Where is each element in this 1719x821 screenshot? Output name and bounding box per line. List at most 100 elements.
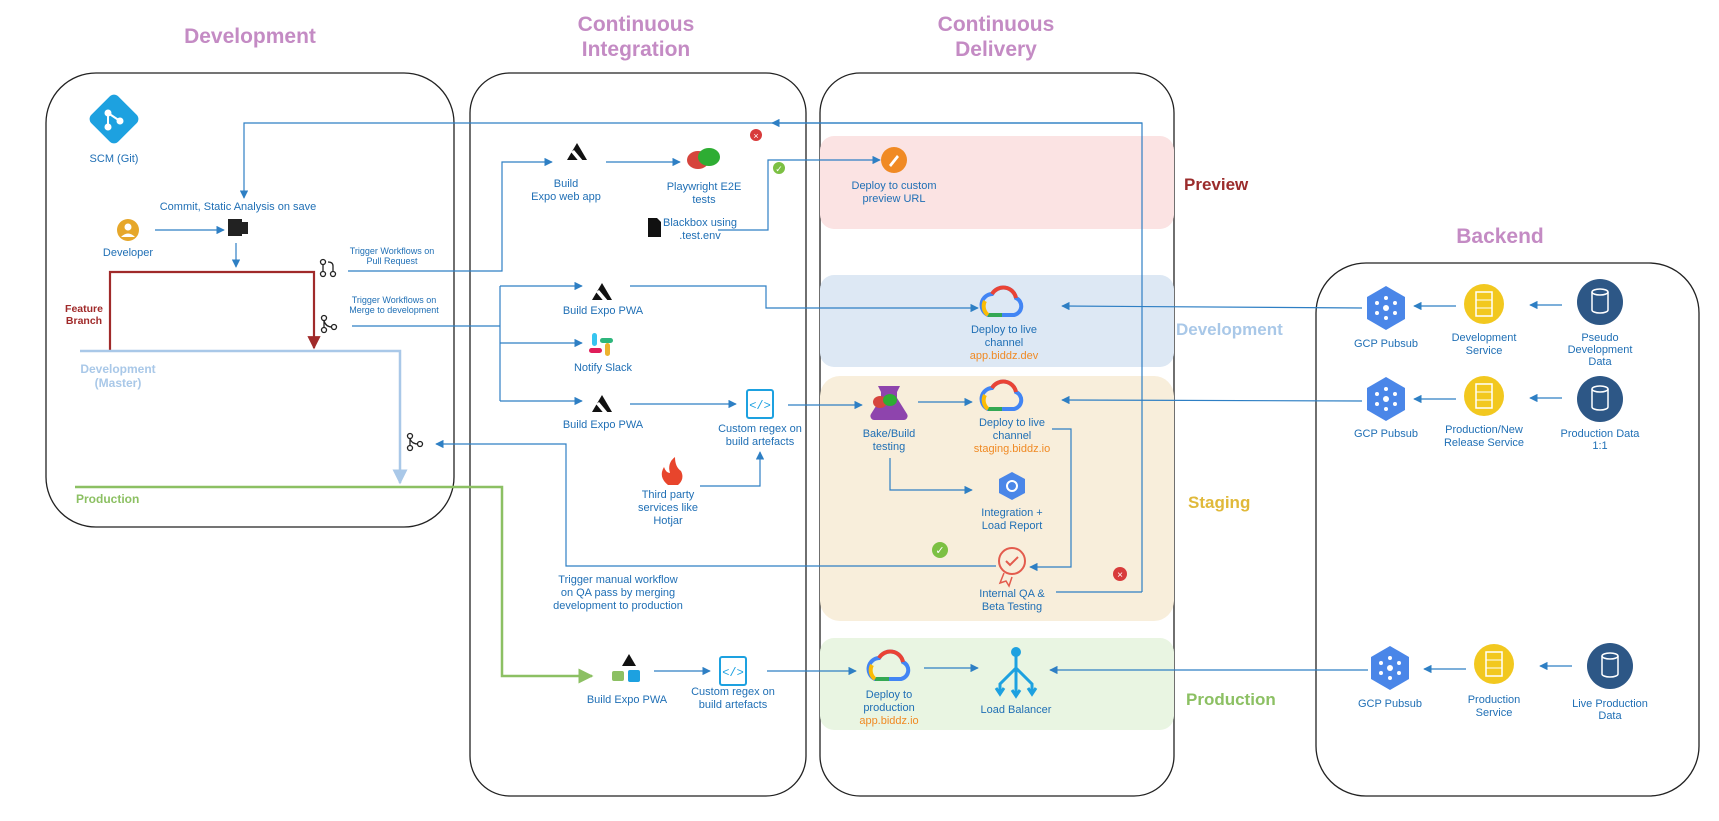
bake-label-1: Bake/Build (863, 428, 916, 440)
commit-icon (228, 219, 248, 236)
prod-new-label-2: Release Service (1444, 437, 1524, 449)
developer-label: Developer (103, 247, 153, 259)
google-cloud-icon-prod (866, 649, 911, 681)
pseudo-label-2: Development (1568, 344, 1633, 356)
notify-slack-label: Notify Slack (574, 362, 633, 374)
deploy-preview-label-1: Deploy to custom (852, 180, 937, 192)
qa-badge-icon (998, 547, 1026, 588)
header-development: Development (184, 25, 316, 48)
blackbox-label-1: Blackbox using (663, 217, 737, 229)
scm-label: SCM (Git) (90, 153, 139, 165)
dev-master-label-1: Development (80, 362, 155, 376)
dev-service-label-2: Service (1466, 345, 1503, 357)
prod-service-icon (1474, 644, 1514, 684)
commit-label: Commit, Static Analysis on save (160, 201, 317, 213)
expo-icon-pwa-staging (592, 395, 612, 416)
trigger-merge-label-2: Merge to development (349, 305, 439, 315)
dev-master-label-2: (Master) (95, 376, 142, 390)
failure-badge-staging: × (1113, 567, 1127, 581)
prod-service-label-2: Service (1476, 707, 1513, 719)
qa-label-1: Internal QA & (979, 588, 1045, 600)
expo-icon-web (567, 143, 587, 164)
connector-arrows (155, 118, 1572, 676)
pubsub-icon-2 (1367, 377, 1405, 421)
pseudo-data-icon (1577, 279, 1623, 325)
integration-label-1: Integration + (981, 507, 1042, 519)
svg-text:×: × (1117, 570, 1123, 581)
preview-band (820, 136, 1174, 229)
regex-staging-label-1: Custom regex on (718, 423, 802, 435)
hotjar-icon (661, 457, 683, 485)
header-cd-line1: Continuous (938, 13, 1055, 36)
pseudo-label-3: Data (1588, 356, 1612, 368)
build-pwa-staging-label: Build Expo PWA (563, 419, 644, 431)
pubsub-label-1: GCP Pubsub (1354, 338, 1418, 350)
google-cloud-icon-dev (979, 285, 1024, 317)
build-web-label-1: Build (554, 178, 578, 190)
manual-label-1: Trigger manual workflow (558, 574, 677, 586)
pull-request-icon (319, 258, 337, 278)
svg-text:×: × (753, 131, 758, 141)
env-label-development: Development (1176, 320, 1283, 339)
prod-data-label-1: Production Data (1561, 428, 1641, 440)
playwright-label-2: tests (692, 194, 716, 206)
env-label-staging: Staging (1188, 493, 1250, 512)
manual-label-3: development to production (553, 600, 683, 612)
bake-flask-icon (870, 386, 908, 421)
third-party-label-2: services like (638, 502, 698, 514)
playwright-icon (687, 148, 720, 169)
prod-data-label-2: 1:1 (1592, 440, 1607, 452)
code-icon-prod: </> (719, 656, 747, 686)
env-label-preview: Preview (1184, 175, 1249, 194)
feature-branch-line (108, 270, 321, 350)
development-panel (45, 72, 455, 528)
deploy-prod-label-1: Deploy to (866, 689, 912, 701)
deploy-prod-label-2: production (863, 702, 914, 714)
svg-text:✓: ✓ (935, 545, 944, 557)
svg-text:✓: ✓ (775, 164, 783, 174)
build-pwa-dev-label: Build Expo PWA (563, 305, 644, 317)
live-label-2: Data (1598, 710, 1622, 722)
deploy-dev-label-1: Deploy to live (971, 324, 1037, 336)
prod-new-label-1: Production/New (1445, 424, 1523, 436)
build-pwa-prod-label: Build Expo PWA (587, 694, 668, 706)
prod-data-icon (1577, 376, 1623, 422)
expo-android-icon (612, 654, 640, 682)
blackbox-label-2: .test.env (679, 230, 721, 242)
third-party-label-3: Hotjar (653, 515, 683, 527)
code-icon-staging: </> (746, 389, 774, 419)
svg-text:</>: </> (749, 399, 771, 413)
deploy-dev-label-2: channel (985, 337, 1024, 349)
production-branch-label: Production (76, 492, 139, 506)
git-icon (89, 94, 139, 144)
pubsub-label-3: GCP Pubsub (1358, 698, 1422, 710)
header-backend: Backend (1456, 225, 1544, 248)
load-balancer-icon (994, 647, 1038, 699)
prod-service-label-1: Production (1468, 694, 1521, 706)
build-web-label-2: Expo web app (531, 191, 601, 203)
live-label-1: Live Production (1572, 698, 1648, 710)
merge-production-icon (406, 432, 424, 452)
dev-service-icon (1464, 284, 1504, 324)
deploy-staging-url: staging.biddz.io (974, 443, 1050, 455)
deploy-staging-label-1: Deploy to live (979, 417, 1045, 429)
integration-hex-icon (999, 472, 1025, 500)
merge-icon (320, 314, 338, 334)
regex-prod-label-1: Custom regex on (691, 686, 775, 698)
success-badge-staging: ✓ (932, 542, 948, 558)
slack-icon (589, 333, 613, 356)
pubsub-label-2: GCP Pubsub (1354, 428, 1418, 440)
pubsub-icon-3 (1371, 646, 1409, 690)
svg-text:</>: </> (722, 666, 744, 680)
feature-branch-label-1: Feature (65, 303, 103, 315)
staging-band (820, 376, 1174, 621)
bake-label-2: testing (873, 441, 905, 453)
header-ci-line1: Continuous (578, 13, 695, 36)
regex-prod-label-2: build artefacts (699, 699, 768, 711)
trigger-merge-label-1: Trigger Workflows on (352, 295, 437, 305)
production-band (820, 638, 1174, 730)
pseudo-label-1: Pseudo (1581, 332, 1618, 344)
prod-new-service-icon (1464, 376, 1504, 416)
third-party-label-1: Third party (642, 489, 695, 501)
